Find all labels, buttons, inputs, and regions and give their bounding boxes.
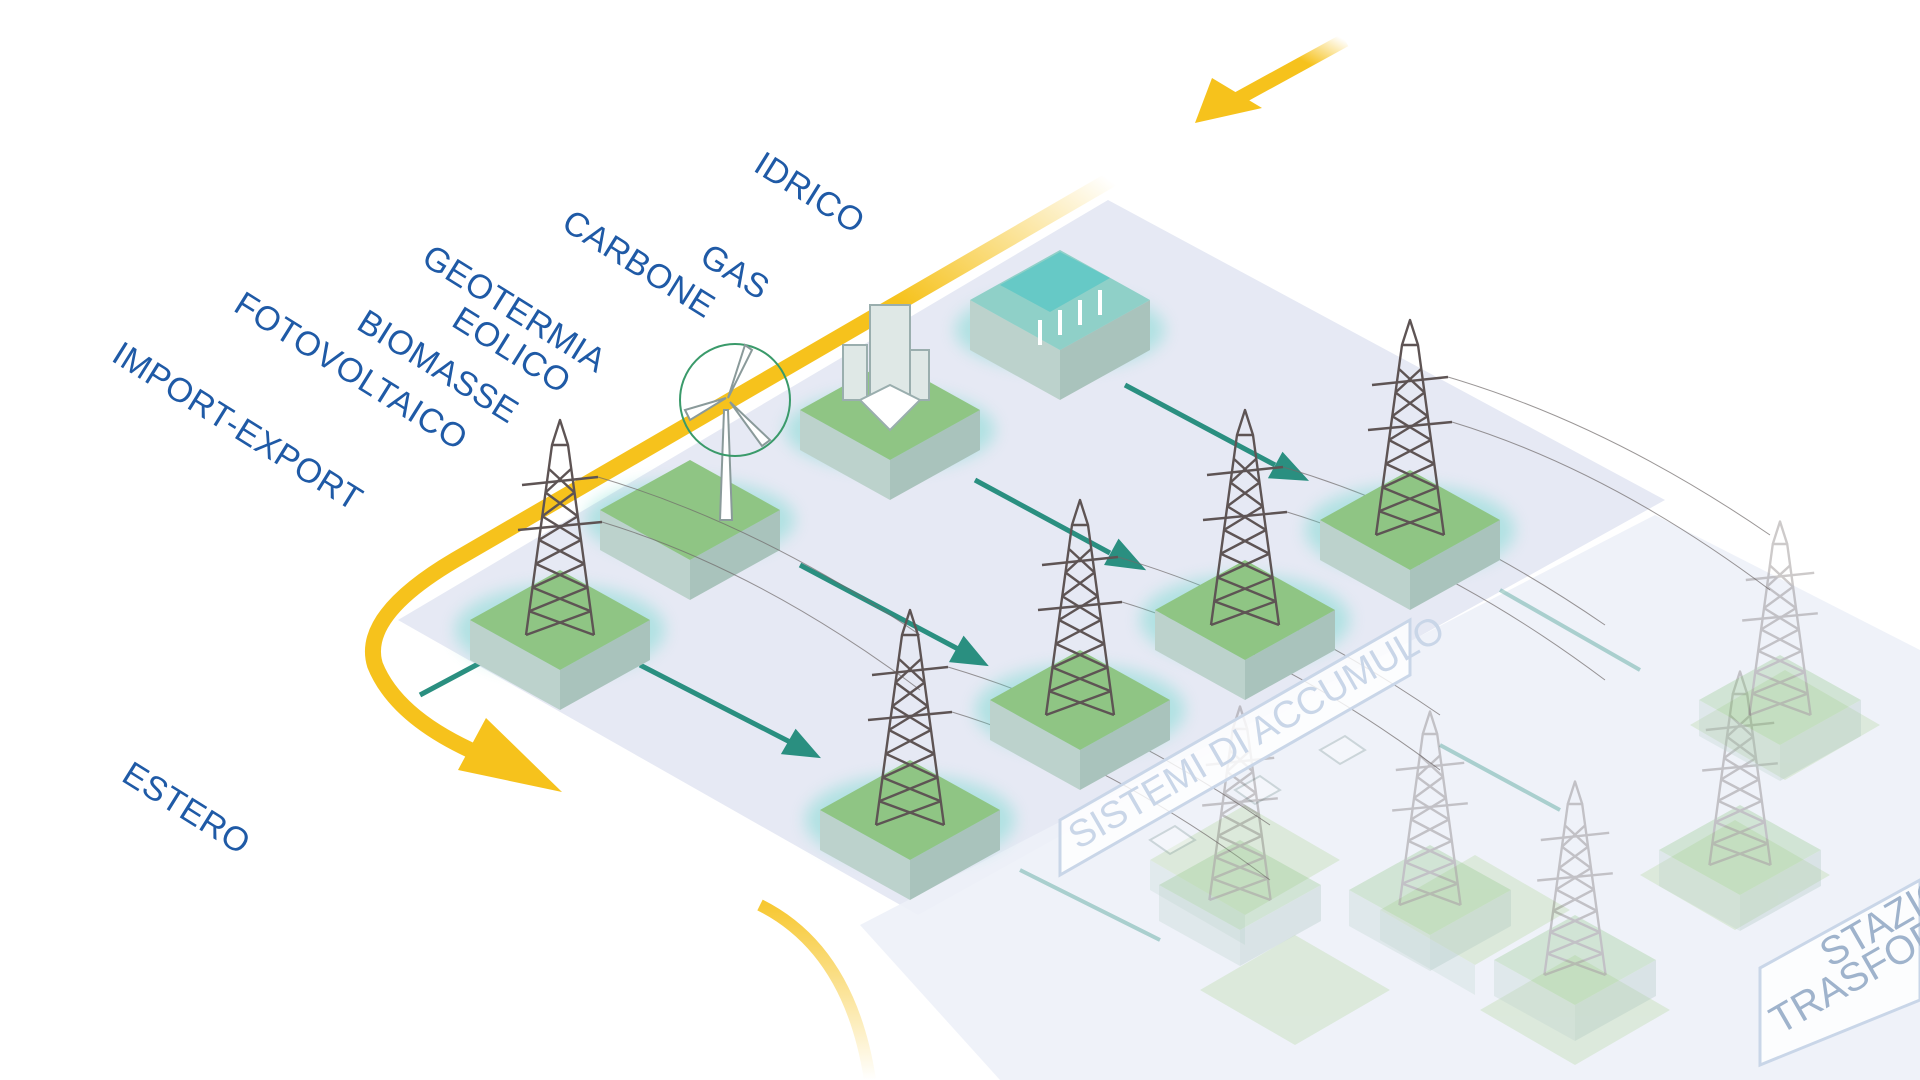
dam-icon	[1000, 252, 1110, 312]
tower-tile	[1659, 670, 1821, 931]
transmission-tower-icon	[1367, 318, 1453, 537]
distribution-tiles	[1150, 670, 1880, 1065]
transmission-tower-icon	[1392, 710, 1468, 907]
tower-tile	[1305, 318, 1771, 610]
flow-arrows-faded	[1019, 588, 1641, 942]
flow-arrows	[418, 382, 1310, 759]
transmission-tower-icon	[1537, 780, 1613, 977]
grid-plane-main	[398, 200, 1665, 915]
tower-tile	[1159, 705, 1321, 966]
tower-tile	[805, 608, 1271, 900]
label-idrico: IDRICO	[748, 145, 872, 242]
incoming-arrow	[1226, 33, 1349, 110]
incoming-arrow-head	[1195, 78, 1262, 123]
wind-turbine-icon	[679, 343, 791, 521]
tower-tile	[1494, 780, 1656, 1041]
grid-plane-distribution	[860, 515, 1920, 1080]
tower-tile	[1349, 710, 1511, 971]
tile-gas	[785, 304, 995, 500]
gas-plant-icon	[842, 304, 930, 432]
lower-yellow-arc	[757, 899, 876, 1080]
transmission-tower-icon	[1702, 670, 1778, 867]
tile-hydro	[955, 250, 1165, 400]
label-estero: ESTERO	[116, 755, 257, 863]
tower-tile	[1140, 408, 1606, 700]
storage-buildings	[1148, 734, 1367, 856]
tile-wind	[585, 343, 795, 600]
transmission-tower-icon	[867, 608, 953, 827]
import-export-arrow-head	[458, 718, 562, 792]
transmission-tower-icon	[1742, 520, 1818, 717]
transmission-tower-icon	[1037, 498, 1123, 717]
transmission-tower-icon	[517, 418, 603, 637]
transmission-tower-icon	[1202, 408, 1288, 627]
tower-tile	[975, 498, 1441, 790]
import-export-arrow	[364, 172, 1118, 758]
tower-tile	[1699, 520, 1861, 781]
tower-tile	[455, 418, 921, 710]
